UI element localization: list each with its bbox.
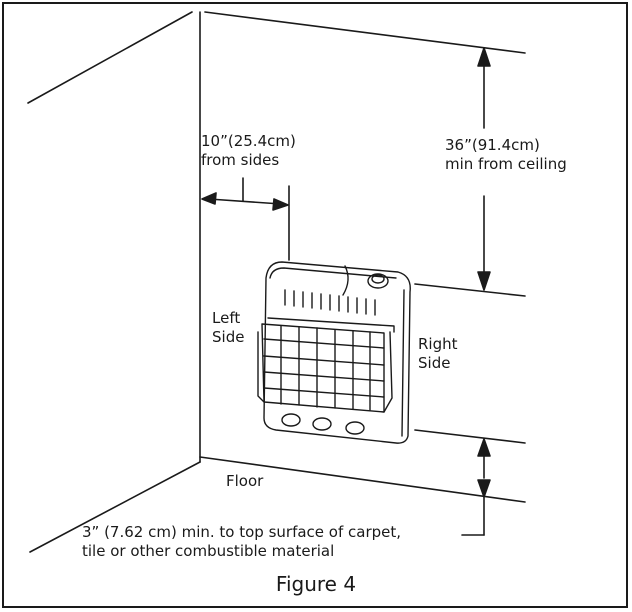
burner-grill	[257, 317, 395, 413]
vent-louvers	[284, 289, 376, 316]
floor-left-edge	[29, 461, 201, 553]
side-arrow-left	[201, 192, 217, 205]
heater-top-seam	[342, 265, 349, 296]
control-knob	[367, 273, 389, 289]
side-clearance-label: 10”(25.4cm) from sides	[201, 132, 296, 169]
ceiling-left-edge	[27, 11, 193, 104]
ceiling-arrow-up	[477, 47, 491, 67]
floor-clearance-dimension	[414, 429, 526, 536]
ceiling-clearance-label: 36”(91.4cm) min from ceiling	[445, 136, 567, 173]
right-side-label: Right Side	[418, 335, 458, 372]
side-arrow-right	[272, 198, 289, 211]
ceiling-clearance-dimension	[414, 63, 526, 297]
ceiling-arrow-down	[477, 271, 491, 291]
heater-unit	[257, 261, 411, 444]
left-side-label: Left Side	[212, 309, 245, 346]
floor-right-edge	[199, 456, 526, 503]
floor-arrow-down	[477, 479, 491, 498]
ceiling-right-edge	[204, 11, 526, 54]
side-clearance-dimension	[208, 177, 290, 261]
figure-caption: Figure 4	[275, 572, 357, 596]
heater-feet	[281, 413, 365, 435]
floor-label: Floor	[226, 472, 264, 490]
floor-clearance-label: 3” (7.62 cm) min. to top surface of carp…	[82, 523, 402, 560]
floor-arrow-up	[477, 438, 491, 457]
heater-body	[263, 261, 411, 444]
